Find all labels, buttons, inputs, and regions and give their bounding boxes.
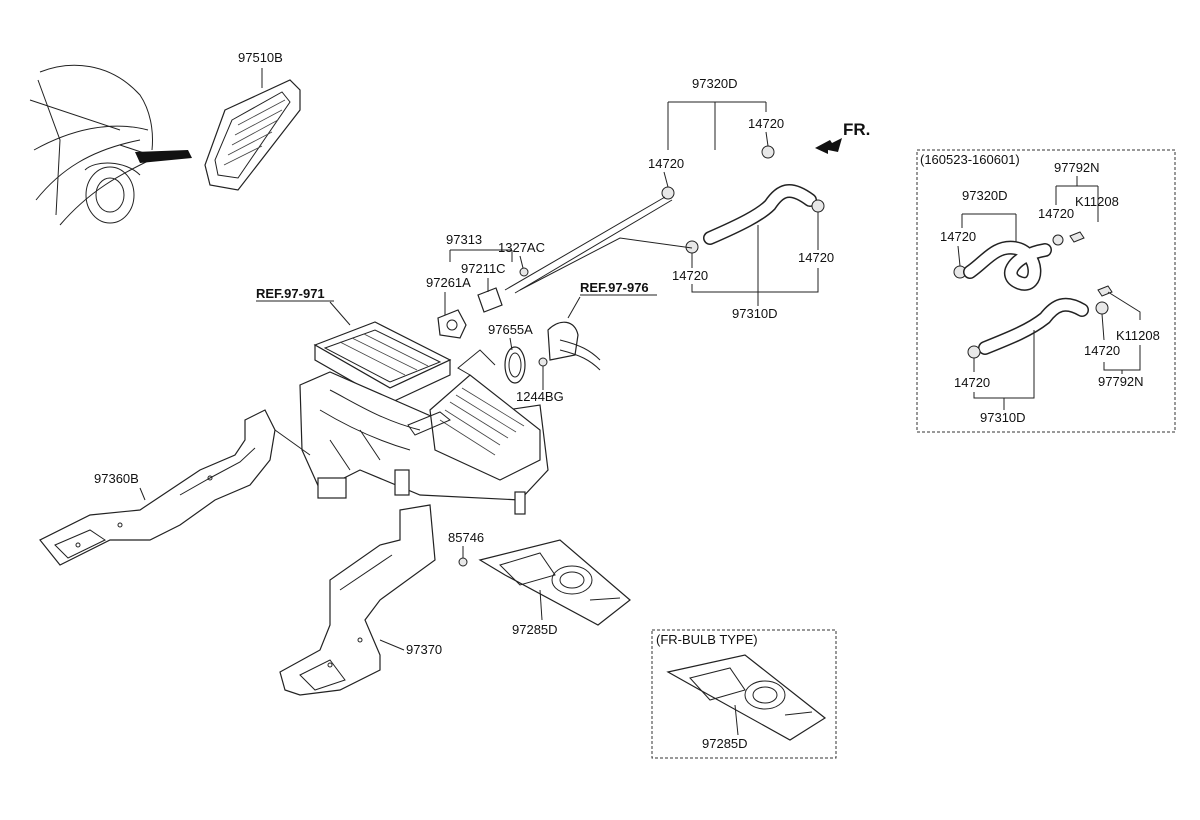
hose-97310D: [703, 184, 817, 245]
label-1327AC[interactable]: 1327AC: [498, 240, 545, 255]
control-panel-97285D-bulb: [666, 654, 827, 741]
inset-label-97792N-top[interactable]: 97792N: [1054, 160, 1100, 175]
inset-clip-K11208-bot: [1097, 285, 1113, 297]
label-ref-97-971[interactable]: REF.97-971: [256, 286, 325, 301]
inset-clamp-14720-3: [967, 345, 981, 359]
front-direction-arrow: [815, 138, 842, 154]
label-97261A[interactable]: 97261A: [426, 275, 471, 290]
inset-clamp-14720-2: [1052, 234, 1064, 246]
label-14720-b[interactable]: 14720: [748, 116, 784, 131]
inset-label-97792N-bot[interactable]: 97792N: [1098, 374, 1144, 389]
label-97310D[interactable]: 97310D: [732, 306, 778, 321]
inset-clamp-14720-4: [1095, 301, 1109, 315]
label-97285D[interactable]: 97285D: [512, 622, 558, 637]
duct-97360B: [39, 409, 311, 566]
inset-fr-bulb-frame: [651, 629, 837, 759]
inset-label-K11208-bot[interactable]: K11208: [1116, 328, 1160, 343]
label-1244BG[interactable]: 1244BG: [516, 389, 564, 404]
inset-hose-97320D: [963, 240, 1052, 291]
label-14720-d[interactable]: 14720: [672, 268, 708, 283]
inset-label-97320D[interactable]: 97320D: [962, 188, 1008, 203]
inset-date-title[interactable]: (160523-160601): [920, 152, 1020, 167]
label-97320D-top[interactable]: 97320D: [692, 76, 738, 91]
inset-label-14720-4[interactable]: 14720: [1084, 343, 1120, 358]
screw-1327AC: [519, 267, 529, 277]
label-97211C[interactable]: 97211C: [461, 261, 506, 276]
label-ref-97-976[interactable]: REF.97-976: [580, 280, 649, 295]
inset-label-14720-1[interactable]: 14720: [940, 229, 976, 244]
label-fr[interactable]: FR.: [843, 120, 870, 139]
clamp-14720-b: [761, 145, 775, 159]
control-panel-97285D: [478, 539, 631, 626]
inset-fr-bulb-title[interactable]: (FR-BULB TYPE): [656, 632, 758, 647]
duct-97370: [279, 504, 436, 696]
inset-hose-97310D: [978, 297, 1089, 355]
label-97655A[interactable]: 97655A: [488, 322, 533, 337]
seal-97211C: [477, 287, 503, 313]
inset-label-97310D[interactable]: 97310D: [980, 410, 1026, 425]
screw-1244BG: [538, 357, 548, 367]
hose-97320D: [676, 149, 776, 201]
label-97510B[interactable]: 97510B: [238, 50, 283, 65]
inset-label-14720-3[interactable]: 14720: [954, 375, 990, 390]
label-85746[interactable]: 85746: [448, 530, 484, 545]
grommet-97655A: [504, 321, 601, 384]
inset-label-14720-2[interactable]: 14720: [1038, 206, 1074, 221]
label-97360B[interactable]: 97360B: [94, 471, 139, 486]
clamp-14720-c: [811, 199, 825, 213]
inset-label-K11208-top[interactable]: K11208: [1075, 194, 1119, 209]
part-97510B-vent: [204, 68, 301, 191]
screw-85746: [458, 557, 468, 567]
seal-97261A: [437, 309, 467, 339]
label-97370[interactable]: 97370: [406, 642, 442, 657]
inset-fr-bulb-label-97285D[interactable]: 97285D: [702, 736, 748, 751]
vehicle-rear-illustration: [29, 64, 192, 226]
inset-clip-K11208-top: [1069, 231, 1085, 243]
label-14720-c[interactable]: 14720: [798, 250, 834, 265]
hvac-unit: [299, 321, 549, 515]
label-97313[interactable]: 97313: [446, 232, 482, 247]
label-14720-a[interactable]: 14720: [648, 156, 684, 171]
